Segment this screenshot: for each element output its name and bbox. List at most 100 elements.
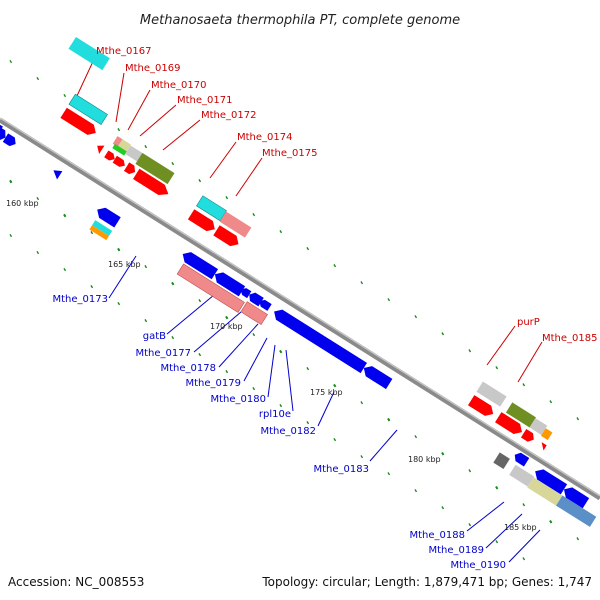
label-mthe-0190[interactable]: Mthe_0190: [451, 560, 507, 571]
accession-text: Accession: NC_008553: [8, 575, 144, 589]
gene-mthe-0171[interactable]: [125, 145, 143, 162]
gene-mthe-0189[interactable]: [527, 477, 563, 506]
track-guide-tick: [576, 537, 580, 541]
gene-mthe-0175[interactable]: [219, 211, 252, 238]
track-guide-tick: [171, 335, 175, 340]
track-guide-tick: [279, 349, 283, 354]
gene-red-7[interactable]: [213, 225, 241, 249]
label-mthe-0174[interactable]: Mthe_0174: [237, 132, 293, 143]
gene-mthe-0167-bar[interactable]: [68, 36, 110, 71]
gene-mthe-0189-gray[interactable]: [509, 464, 535, 487]
gene-mthe-0185[interactable]: [505, 402, 536, 428]
gene-red-4[interactable]: [123, 162, 138, 176]
gene-mthe-0188-blue[interactable]: [512, 451, 530, 467]
label-mthe-0189[interactable]: Mthe_0189: [429, 545, 485, 556]
gene-mthe-0183[interactable]: [361, 363, 393, 390]
gene-mthe-0189-blue[interactable]: [532, 466, 568, 495]
feature-blocks: [0, 93, 597, 527]
forward-leader-lines: [75, 54, 543, 383]
track-guide-tick: [306, 421, 310, 425]
tick-label-180: 180 kbp: [408, 455, 441, 464]
label-rpl10e[interactable]: rpl10e: [259, 409, 291, 420]
gene-mthe-0177-blue[interactable]: [212, 269, 246, 297]
label-mthe-0169[interactable]: Mthe_0169: [125, 63, 181, 74]
label-mthe-0185[interactable]: Mthe_0185: [542, 333, 598, 344]
gene-mthe-0172[interactable]: [135, 152, 175, 185]
gene-red-2[interactable]: [104, 150, 117, 162]
label-mthe-0183[interactable]: Mthe_0183: [314, 464, 370, 475]
track-guide-tick: [9, 233, 13, 238]
label-purP[interactable]: purP: [517, 317, 540, 328]
gene-mthe-0180-blue[interactable]: [257, 298, 272, 311]
label-mthe-0180[interactable]: Mthe_0180: [211, 394, 267, 405]
track-guide-tick: [387, 417, 391, 422]
gene-blue-left-1[interactable]: [0, 125, 9, 143]
track-guide-tick: [63, 267, 67, 272]
track-guide-tick: [225, 196, 229, 200]
track-guide-tick: [495, 366, 499, 370]
gene-blue-right[interactable]: [561, 484, 590, 509]
label-mthe-0170[interactable]: Mthe_0170: [151, 80, 207, 91]
track-guide-tick: [333, 264, 337, 268]
track-guide-tick: [279, 404, 283, 408]
label-mthe-0173[interactable]: Mthe_0173: [53, 294, 109, 305]
gene-mthe-0188-gray[interactable]: [493, 452, 510, 469]
label-mthe-0179[interactable]: Mthe_0179: [186, 378, 242, 389]
track-guide-tick: [414, 315, 418, 319]
gene-mthe-0167[interactable]: [68, 93, 108, 125]
tick-label-165: 165 kbp: [108, 260, 141, 269]
tick-label-175: 175 kbp: [310, 388, 343, 397]
track-guide-tick: [333, 383, 337, 388]
label-mthe-0177[interactable]: Mthe_0177: [136, 348, 192, 359]
track-guide-tick: [441, 332, 445, 336]
gene-red-10[interactable]: [520, 428, 536, 444]
track-guide-tick: [306, 247, 310, 251]
track-guide-tick: [36, 196, 40, 201]
gene-gatb-blue[interactable]: [180, 249, 219, 280]
label-mthe-0182[interactable]: Mthe_0182: [261, 426, 317, 437]
label-mthe-0167[interactable]: Mthe_0167: [96, 46, 152, 57]
gene-mthe-0173-cyan[interactable]: [92, 220, 113, 236]
label-mthe-0171[interactable]: Mthe_0171: [177, 95, 233, 106]
gene-mthe-0190[interactable]: [556, 495, 597, 527]
track-guide-tick: [360, 455, 364, 459]
label-mthe-0178[interactable]: Mthe_0178: [161, 363, 217, 374]
gene-gatb[interactable]: [176, 263, 245, 313]
reverse-gene-labels: Mthe_0173 gatB Mthe_0177 Mthe_0178 Mthe_…: [53, 294, 507, 571]
gene-red-12[interactable]: [94, 142, 105, 155]
track-guide-tick: [522, 503, 526, 507]
gene-red-1[interactable]: [60, 107, 99, 138]
tick-label-170: 170 kbp: [210, 322, 243, 331]
gene-mthe-0170[interactable]: [117, 139, 132, 153]
gene-mthe-0170b[interactable]: [112, 143, 127, 156]
gene-mthe-0182[interactable]: [271, 306, 367, 374]
track-guide-tick: [225, 370, 229, 374]
gene-blue-4[interactable]: [94, 205, 121, 228]
gene-blue-3[interactable]: [50, 167, 63, 180]
label-mthe-0172[interactable]: Mthe_0172: [201, 110, 257, 121]
track-guide-tick: [549, 400, 553, 404]
gene-purP[interactable]: [476, 381, 507, 407]
track-guide-tick: [63, 93, 67, 98]
gene-red-9[interactable]: [495, 412, 525, 437]
gene-blue-left-2[interactable]: [2, 133, 18, 148]
label-gatB[interactable]: gatB: [143, 331, 166, 342]
track-guide-tick: [495, 540, 499, 544]
track-guide-tick: [144, 318, 148, 323]
track-guide-tick: [387, 298, 391, 302]
track-guide-tick: [279, 230, 283, 234]
gene-red-6[interactable]: [187, 209, 218, 234]
gene-red-11[interactable]: [538, 442, 547, 451]
label-mthe-0175[interactable]: Mthe_0175: [262, 148, 318, 159]
track-guide-tick: [252, 333, 256, 337]
gene-orange-small[interactable]: [540, 428, 553, 441]
gene-red-3[interactable]: [112, 155, 127, 169]
gene-mthe-0185b[interactable]: [529, 418, 548, 435]
gene-rpl10e[interactable]: [240, 301, 268, 326]
gene-mthe-0173-orange[interactable]: [89, 225, 109, 241]
label-mthe-0188[interactable]: Mthe_0188: [410, 530, 466, 541]
gene-red-5[interactable]: [133, 168, 172, 199]
gene-mthe-0178-blue[interactable]: [239, 286, 252, 299]
gene-red-8[interactable]: [467, 395, 496, 419]
